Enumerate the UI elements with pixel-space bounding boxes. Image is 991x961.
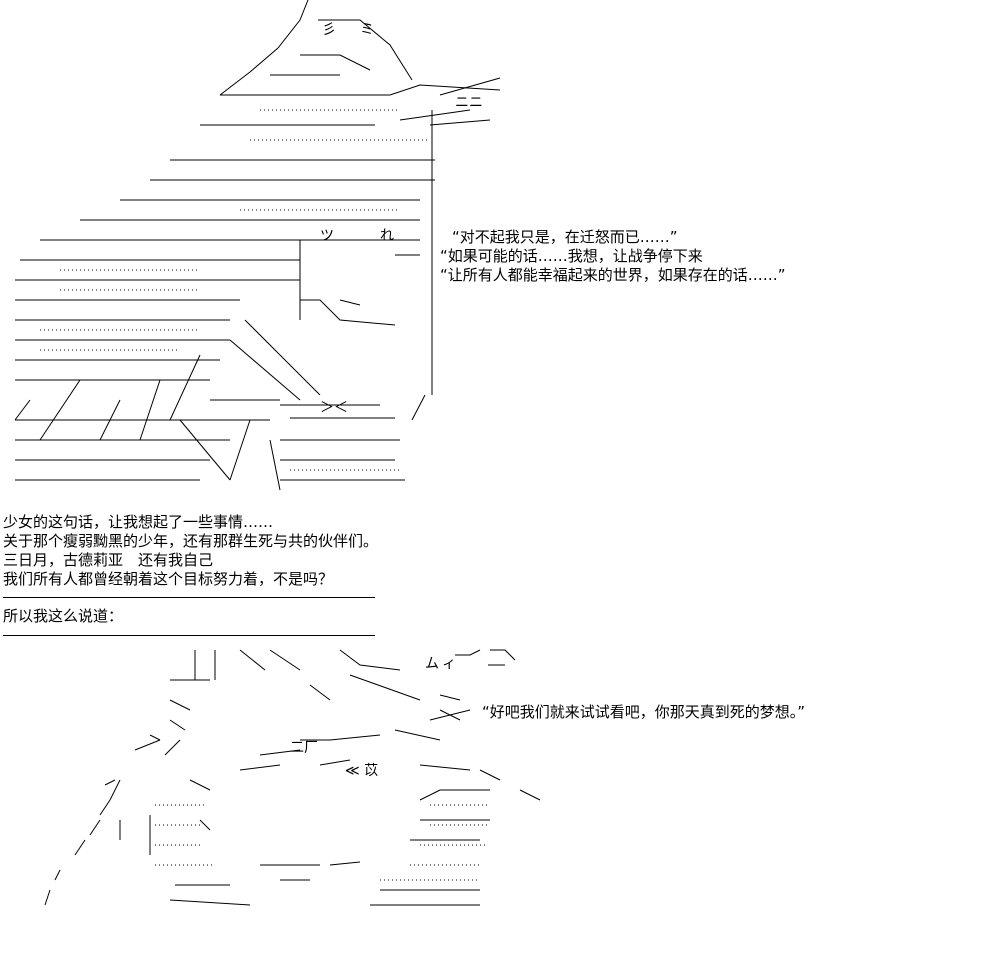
art-glyph-nikou: 二厂: [290, 740, 318, 756]
art-glyph-i: ィ: [442, 656, 456, 672]
narration-after: 所以我这么说道：: [3, 607, 124, 625]
narration-line-2: 关于那个瘦弱黝黑的少年，还有那群生死与共的伙伴们。: [3, 532, 379, 550]
art-glyph-ji: ≪ 苡: [345, 763, 378, 779]
art-glyph-tsu: ツ: [320, 228, 334, 244]
dialogue-line-1: “对不起我只是，在迁怒而已……”: [452, 228, 678, 246]
art-glyph-angle: ＞＜: [320, 400, 348, 416]
narration-line-4: 我们所有人都曾经朝着这个目标努力着，不是吗？: [3, 570, 334, 588]
divider-rule-2: [3, 635, 375, 636]
narration-line-1: 少女的这句话，让我想起了一些事情……: [3, 513, 274, 531]
narration-line-3: 三日月，古德莉亚 还有我自己: [3, 551, 214, 569]
dialogue-line-3: “让所有人都能幸福起来的世界，如果存在的话……”: [440, 266, 786, 284]
dialogue-bottom: “好吧我们就来试试看吧，你那天真到死的梦想。”: [482, 703, 806, 721]
art-glyph-ni: ニニ: [455, 95, 483, 111]
art-glyph-mu: ム: [425, 656, 439, 672]
art-glyph-hair: 彡: [322, 22, 336, 38]
ascii-art-top: 彡 ミ ツ れ ニニ ＞＜: [14, 0, 501, 491]
ascii-art-bottom: ム ィ 二厂 ≪ 苡: [0, 640, 991, 961]
art-glyph-mi: ミ: [360, 22, 374, 38]
divider-rule-1: [3, 597, 375, 598]
art-glyph-re: れ: [380, 228, 394, 244]
dialogue-line-2: “如果可能的话……我想，让战争停下来: [440, 247, 703, 265]
